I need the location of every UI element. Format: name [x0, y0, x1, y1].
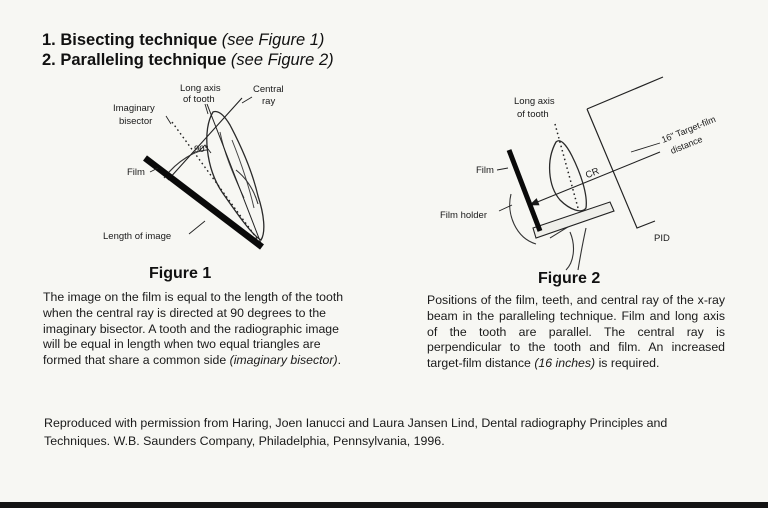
figure1-title: Figure 1: [149, 265, 212, 282]
figure1-label-central-2: ray: [262, 96, 275, 107]
figure1-bisector-line: [171, 121, 259, 241]
figure1-tooth-outline: [206, 110, 265, 241]
figure1-label-long-axis-2: of tooth: [183, 94, 215, 105]
figure1-caption-text: The image on the film is equal to the le…: [43, 290, 344, 368]
bottom-border: [0, 502, 768, 508]
figure1-film-leader: [149, 167, 159, 173]
figure1-diagram: Long axis of tooth Central ray Imaginary…: [103, 83, 284, 250]
figure2-long-axis-line: [554, 123, 579, 209]
figure1-central-ray-line: [167, 97, 243, 181]
figure1-length-leader: [188, 220, 206, 235]
figure2-central-ray-arrow: [528, 151, 661, 206]
heading-paralleling: 2. Paralleling technique (see Figure 2): [42, 51, 334, 70]
figure2-target-leader: [630, 142, 661, 153]
heading-bisecting-ref: (see Figure 1): [221, 31, 325, 49]
figure2-holder-leader: [498, 204, 513, 212]
figure1-label-long-axis: Long axis: [180, 83, 221, 94]
figure2-label-pid: PID: [654, 233, 670, 244]
figure2-tooth-outline: [548, 140, 587, 212]
figure1-film-bar: [143, 155, 264, 250]
figure2-caption-text: Positions of the film, teeth, and centra…: [427, 293, 725, 371]
figure1-gum: [163, 149, 259, 205]
figure1-label-film: Film: [127, 167, 145, 178]
heading-bisecting-text: 1. Bisecting technique: [42, 31, 218, 49]
figure1-caption-end: .: [337, 353, 342, 368]
figure1-label-central: Central: [253, 84, 284, 95]
figure2-film-holder: [532, 201, 615, 239]
heading-paralleling-ref: (see Figure 2): [230, 51, 334, 69]
figure1-label-bisector: bisector: [119, 116, 152, 127]
figure2-label-long-axis: Long axis: [514, 96, 555, 107]
figure2-pid-box: [586, 76, 664, 229]
figure2-caption-italic: (16 inches): [534, 356, 596, 371]
figure2-label-film: Film: [476, 165, 494, 176]
figure1-long-axis-line: [206, 103, 263, 247]
figure2-label-film-holder: Film holder: [440, 210, 487, 221]
figure1-imaginary-leader: [165, 115, 172, 125]
credit-text: Reproduced with permission from Haring, …: [44, 416, 668, 448]
figure1-label-length: Length of image: [103, 231, 171, 242]
figure1-label-angle: 90°: [194, 144, 209, 155]
figure2-label-cr: CR: [584, 166, 601, 181]
figure1-right-angle-mark: [198, 144, 212, 154]
figure2-title: Figure 2: [538, 270, 601, 287]
figure2-film-leader: [496, 167, 509, 171]
figure2-caption: Positions of the film, teeth, and centra…: [427, 293, 725, 372]
figure1-longaxis-leader: [204, 103, 209, 115]
figure2-label-long-axis-2: of tooth: [517, 109, 549, 120]
figure1-caption-italic: (imaginary bisector): [229, 353, 338, 368]
figure2-diagram: Long axis of tooth Film Film holder CR 1…: [440, 76, 717, 271]
figure1-label-imaginary: Imaginary: [113, 103, 155, 114]
figure2-caption-end: is required.: [598, 356, 660, 371]
heading-bisecting: 1. Bisecting technique (see Figure 1): [42, 31, 324, 50]
figure1-caption: The image on the film is equal to the le…: [43, 290, 355, 369]
heading-paralleling-text: 2. Paralleling technique: [42, 51, 227, 69]
figure1-central-leader: [241, 96, 253, 104]
figure2-film-bar: [506, 149, 543, 232]
